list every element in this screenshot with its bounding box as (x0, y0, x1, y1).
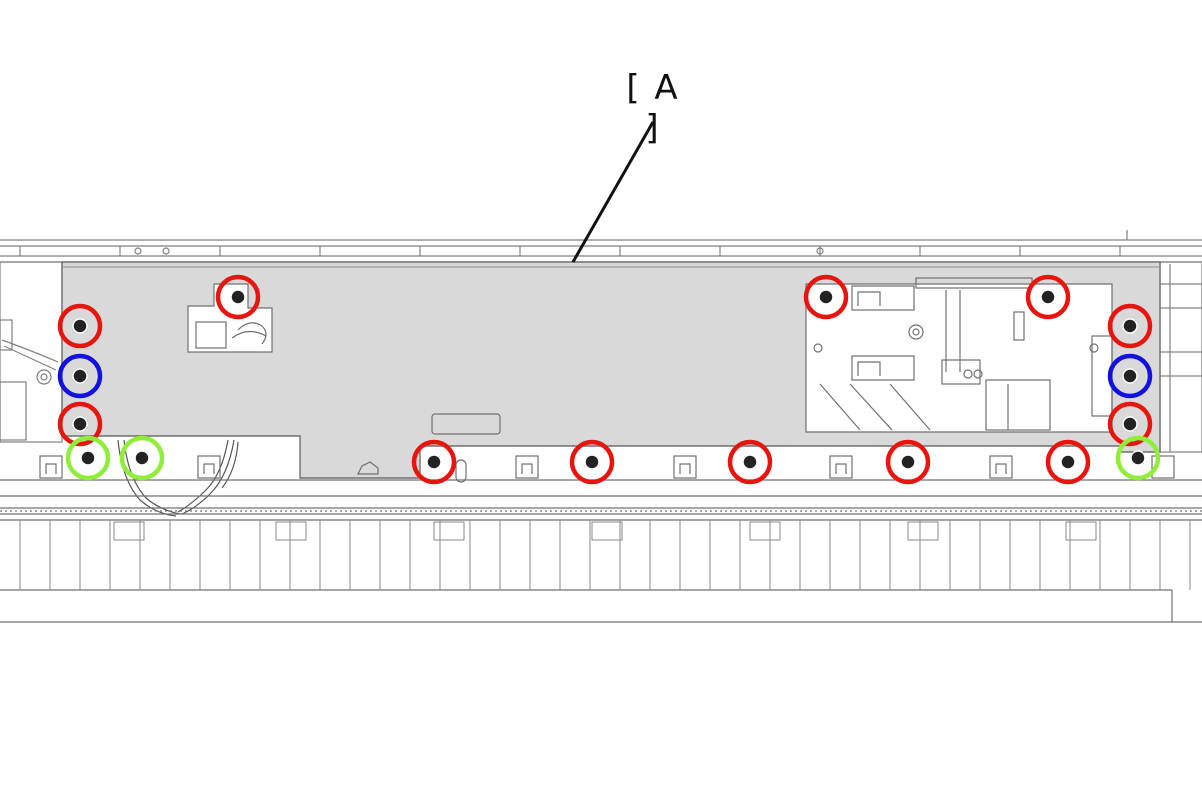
cover-slot (455, 459, 467, 483)
screws (72, 289, 1146, 470)
green-marker (65, 435, 111, 481)
red-marker (1045, 439, 1091, 485)
red-marker (803, 274, 849, 320)
red-marker (1025, 274, 1071, 320)
bottom-fins (19, 520, 1191, 590)
upper-frame (0, 230, 1202, 263)
blue-screw-markers (57, 353, 1153, 399)
red-marker (885, 439, 931, 485)
right-side-frame (1153, 261, 1202, 453)
green-screw-markers (65, 435, 1161, 481)
blue-marker (57, 353, 103, 399)
blue-marker (1107, 353, 1153, 399)
red-marker (57, 401, 103, 447)
red-marker (569, 439, 615, 485)
red-screw-markers (57, 274, 1153, 485)
green-marker (119, 435, 165, 481)
left-side-frame (0, 261, 63, 443)
lower-clip-row (0, 455, 1202, 497)
cover-label-tab (431, 413, 501, 435)
right-cutout (805, 277, 1113, 433)
callout-leader-line (571, 121, 655, 263)
red-marker (727, 439, 773, 485)
red-marker (57, 303, 103, 349)
bottom-rail (0, 507, 1202, 623)
left-cutout (187, 283, 273, 353)
red-marker (1107, 303, 1153, 349)
red-marker (215, 274, 261, 320)
green-marker (1115, 435, 1161, 481)
cover-notch-icon (357, 461, 379, 475)
red-marker (411, 439, 457, 485)
red-marker (1107, 401, 1153, 447)
callout-label-a: [ A ] (626, 68, 680, 148)
